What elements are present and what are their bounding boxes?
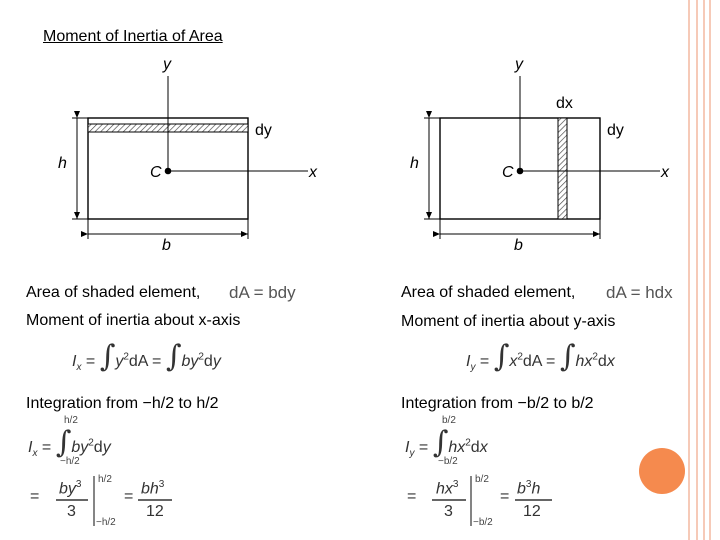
right-diagram: [424, 76, 660, 239]
right-h-label: h: [410, 155, 419, 172]
right-area-label: Area of shaded element,: [401, 284, 576, 301]
right-centroid: [516, 167, 524, 175]
left-moment-label: Moment of inertia about x-axis: [26, 312, 241, 329]
left-limit-lower: −h/2: [60, 456, 80, 467]
left-area-label: Area of shaded element,: [26, 284, 201, 301]
left-c-label: C: [150, 164, 162, 181]
right-integration-label: Integration from −b/2 to b/2: [401, 395, 594, 412]
right-result-eq1: =: [407, 488, 417, 505]
right-area-formula: dA = hdx: [606, 283, 673, 302]
right-result-eq2: =: [500, 488, 510, 505]
left-final-num: bh3: [141, 479, 165, 498]
left-y-label: y: [163, 56, 171, 73]
left-final-den: 12: [146, 503, 164, 520]
left-moment-formula: Ix = ∫y2dA = ∫by2dy: [72, 339, 221, 374]
right-dy-label: dy: [607, 122, 624, 139]
right-final-den: 12: [523, 503, 541, 520]
right-eval-lower: −b/2: [473, 517, 493, 528]
left-result-den: 3: [67, 503, 76, 520]
right-moment-formula: Iy = ∫x2dA = ∫hx2dx: [466, 339, 615, 374]
left-x-label: x: [309, 164, 317, 181]
page-title: Moment of Inertia of Area: [43, 28, 223, 45]
right-definite-integral: Iy = ∫hx2dx: [405, 425, 488, 460]
right-moment-label: Moment of inertia about y-axis: [401, 313, 616, 330]
left-result-num: by3: [59, 479, 82, 498]
right-limit-upper: b/2: [442, 415, 456, 426]
left-dy-label: dy: [255, 122, 272, 139]
left-h-label: h: [58, 155, 67, 172]
left-diagram: [72, 76, 308, 239]
right-shaded-strip: [557, 117, 568, 220]
left-area-formula: dA = bdy: [229, 283, 296, 302]
right-result-num: hx3: [436, 479, 459, 498]
left-eval-upper: h/2: [98, 474, 112, 485]
left-result-eq2: =: [124, 488, 134, 505]
left-eval-lower: −h/2: [96, 517, 116, 528]
right-x-label: x: [661, 164, 669, 181]
left-centroid: [164, 167, 172, 175]
right-result-den: 3: [444, 503, 453, 520]
right-final-num: b3h: [517, 479, 541, 498]
right-b-label: b: [514, 237, 523, 254]
right-limit-lower: −b/2: [438, 456, 458, 467]
left-integration-label: Integration from −h/2 to h/2: [26, 395, 219, 412]
right-eval-upper: b/2: [475, 474, 489, 485]
right-y-label: y: [515, 56, 523, 73]
left-b-label: b: [162, 237, 171, 254]
left-limit-upper: h/2: [64, 415, 78, 426]
right-c-label: C: [502, 164, 514, 181]
left-definite-integral: Ix = ∫by2dy: [28, 425, 111, 460]
right-dx-label: dx: [556, 95, 573, 112]
left-result-eq1: =: [30, 488, 40, 505]
